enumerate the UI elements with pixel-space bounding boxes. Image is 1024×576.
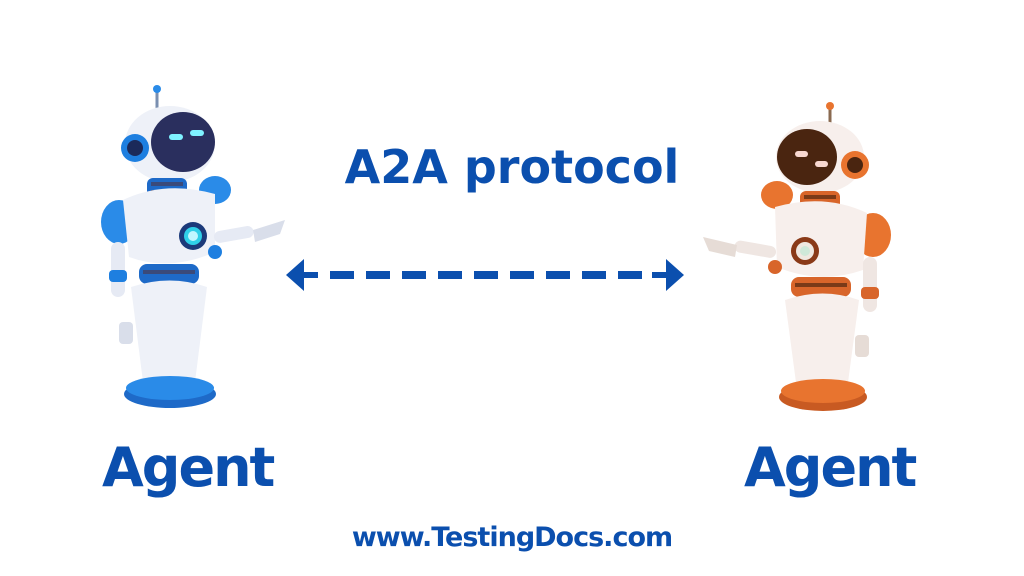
left-agent-label: Agent (102, 436, 275, 499)
blue-robot-agent-icon (101, 85, 285, 408)
orange-robot-agent-icon (703, 102, 891, 411)
website-footer: www.TestingDocs.com (351, 522, 673, 553)
right-agent-label: Agent (744, 436, 917, 499)
diagram-title: A2A protocol (344, 140, 680, 194)
bidirectional-arrow-icon (286, 259, 684, 291)
